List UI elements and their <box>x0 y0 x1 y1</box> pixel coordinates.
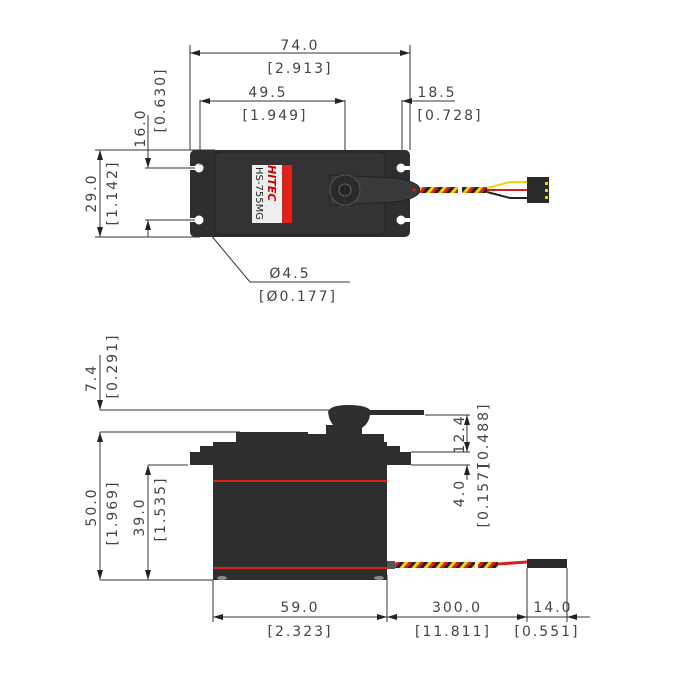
connector-top <box>527 177 549 203</box>
connector-side <box>527 559 567 568</box>
dim-body-height-in: [1.969] <box>105 480 121 545</box>
dim-hole-diameter-in: [Ø0.177] <box>259 289 337 305</box>
dim-width-mm: 29.0 <box>84 173 100 212</box>
dim-tab-thickness-in: [0.157] <box>476 462 492 527</box>
dim-tab-thickness-mm: 4.0 <box>452 479 468 507</box>
dim-connector-length-mm: 14.0 <box>533 600 572 616</box>
model-label: HS-755MG <box>253 167 264 220</box>
dim-horn-height-mm: 7.4 <box>84 364 100 392</box>
dim-connector-length-in: [0.551] <box>514 624 579 640</box>
dim-body-height-mm: 50.0 <box>84 487 100 526</box>
dim-body-length-in: [2.323] <box>267 624 332 640</box>
servo-top-body: HITEC HS-755MG <box>187 150 421 237</box>
dim-body-length-mm: 59.0 <box>280 600 319 616</box>
top-view: HITEC HS-755MG <box>84 38 549 305</box>
accent-stripe <box>213 480 387 482</box>
dim-hole-vertical-in: [0.630] <box>153 67 169 132</box>
dim-mount-height-in: [1.535] <box>153 476 169 541</box>
servo-side-body <box>190 405 424 580</box>
dim-overall-length-in: [2.913] <box>267 61 332 77</box>
accent-stripe <box>213 567 387 569</box>
side-view: 7.4 [0.291] 50.0 [1.969] 39.0 [1.535] 12… <box>84 333 590 640</box>
dim-shaft-offset-mm: 18.5 <box>417 85 456 101</box>
servo-wire-side <box>387 559 567 569</box>
dim-hole-spacing-mm: 49.5 <box>248 85 287 101</box>
dim-overall-length-mm: 74.0 <box>280 38 319 54</box>
dim-horn-height-in: [0.291] <box>105 333 121 398</box>
dim-top-to-tab-in: [0.488] <box>476 402 492 467</box>
servo-wire-top <box>420 177 549 203</box>
hitec-label: HITEC HS-755MG <box>252 165 292 223</box>
dim-shaft-offset-in: [0.728] <box>417 108 482 124</box>
servo-horn-top <box>329 174 421 206</box>
dim-hole-diameter-mm: Ø4.5 <box>269 266 310 282</box>
dim-hole-spacing-in: [1.949] <box>242 108 307 124</box>
dim-width-in: [1.142] <box>105 160 121 225</box>
dim-hole-vertical-mm: 16.0 <box>133 108 149 147</box>
dim-top-to-tab-mm: 12.4 <box>452 414 468 453</box>
brand-logo: HITEC <box>265 165 278 201</box>
dim-wire-length-in: [11.811] <box>415 624 491 640</box>
dim-mount-height-mm: 39.0 <box>132 497 148 536</box>
dim-wire-length-mm: 300.0 <box>432 600 482 616</box>
